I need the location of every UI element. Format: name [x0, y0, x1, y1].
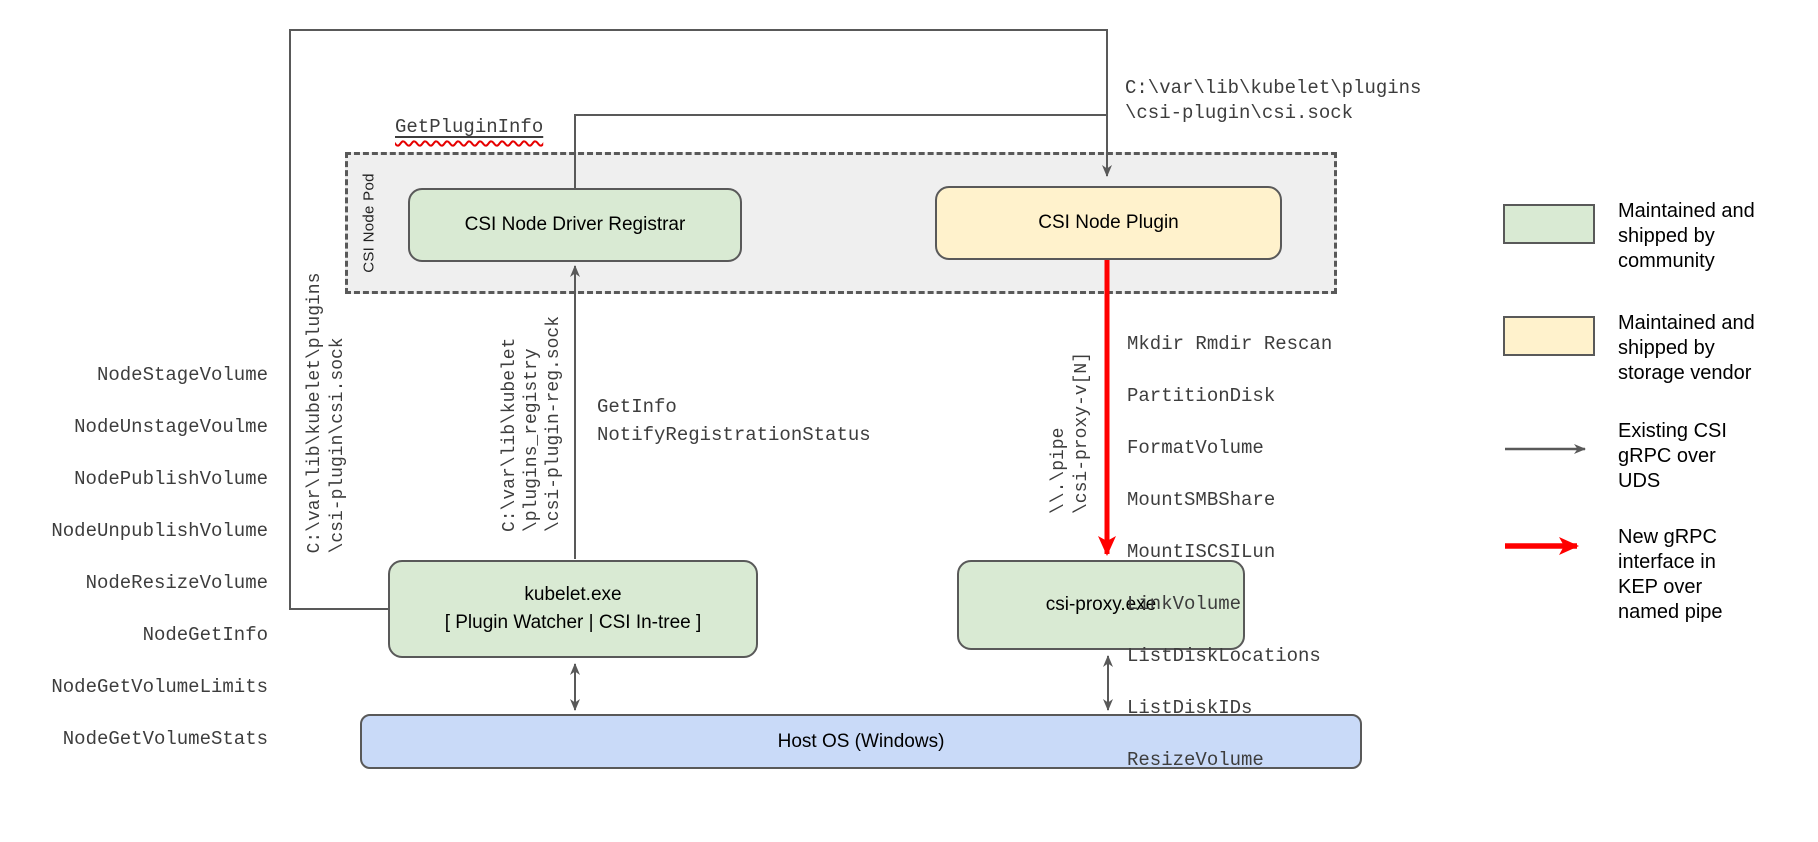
- method-item: NodeUnstageVoulme: [74, 416, 268, 438]
- named-pipe-label-rotated: \\.\pipe \csi-proxy-v[N]: [1049, 351, 1092, 515]
- registration-calls-label: GetInfo NotifyRegistrationStatus: [597, 396, 871, 446]
- kubelet-csi-method-list: NodeStageVolume NodeUnstageVoulme NodePu…: [0, 336, 268, 778]
- method-item: LinkVolume: [1127, 593, 1242, 615]
- registration-socket-path-label-rotated: C:\var\lib\kubelet \plugins_registry \cs…: [500, 315, 564, 533]
- method-item: NodeResizeVolume: [85, 572, 268, 594]
- method-item: NodeGetVolumeStats: [62, 728, 268, 750]
- method-item: NodeUnpublishVolume: [51, 520, 268, 542]
- method-item: MountSMBShare: [1127, 489, 1276, 511]
- legend-uds-text: Existing CSI gRPC over UDS: [1618, 420, 1727, 492]
- get-plugin-info-label: GetPluginInfo: [395, 116, 544, 138]
- plugin-socket-path-label: C:\var\lib\kubelet\plugins \csi-plugin\c…: [1125, 77, 1422, 124]
- host-os-box: Host OS (Windows): [360, 714, 1362, 769]
- method-item: NodePublishVolume: [74, 468, 268, 490]
- method-item: ResizeVolume: [1127, 749, 1264, 771]
- legend-community-text: Maintained and shipped by community: [1618, 200, 1755, 272]
- legend-pipe-text: New gRPC interface in KEP over named pip…: [1618, 526, 1723, 623]
- kubelet-label-line1: kubelet.exe: [524, 584, 622, 605]
- csi-node-driver-registrar-label: CSI Node Driver Registrar: [464, 214, 686, 235]
- csi-node-plugin-label: CSI Node Plugin: [1038, 212, 1179, 233]
- method-item: Mkdir Rmdir Rescan: [1127, 333, 1333, 355]
- legend-vendor-text: Maintained and shipped by storage vendor: [1618, 312, 1755, 384]
- csi-node-plugin-box: CSI Node Plugin: [935, 186, 1282, 260]
- method-item: ListDiskLocations: [1127, 645, 1321, 667]
- legend-community-swatch: [1503, 204, 1595, 244]
- legend-vendor-swatch: [1503, 316, 1595, 356]
- method-item: FormatVolume: [1127, 437, 1264, 459]
- host-os-label: Host OS (Windows): [777, 730, 945, 752]
- method-item: PartitionDisk: [1127, 385, 1276, 407]
- method-item: NodeStageVolume: [96, 364, 268, 386]
- kubelet-socket-path-label-rotated: C:\var\lib\kubelet\plugins \csi-plugin\c…: [305, 272, 348, 554]
- csi-proxy-method-list: Mkdir Rmdir Rescan PartitionDisk FormatV…: [1127, 305, 1332, 799]
- method-item: ListDiskIDs: [1127, 697, 1253, 719]
- method-item: NodeGetInfo: [142, 624, 268, 646]
- method-item: MountISCSILun: [1127, 541, 1276, 563]
- csi-node-pod-label: CSI Node Pod: [360, 173, 378, 273]
- csi-node-driver-registrar-box: CSI Node Driver Registrar: [408, 188, 742, 262]
- kubelet-box: kubelet.exe [ Plugin Watcher | CSI In-tr…: [388, 560, 758, 658]
- method-item: NodeGetVolumeLimits: [51, 676, 268, 698]
- kubelet-label-line2: [ Plugin Watcher | CSI In-tree ]: [444, 612, 702, 633]
